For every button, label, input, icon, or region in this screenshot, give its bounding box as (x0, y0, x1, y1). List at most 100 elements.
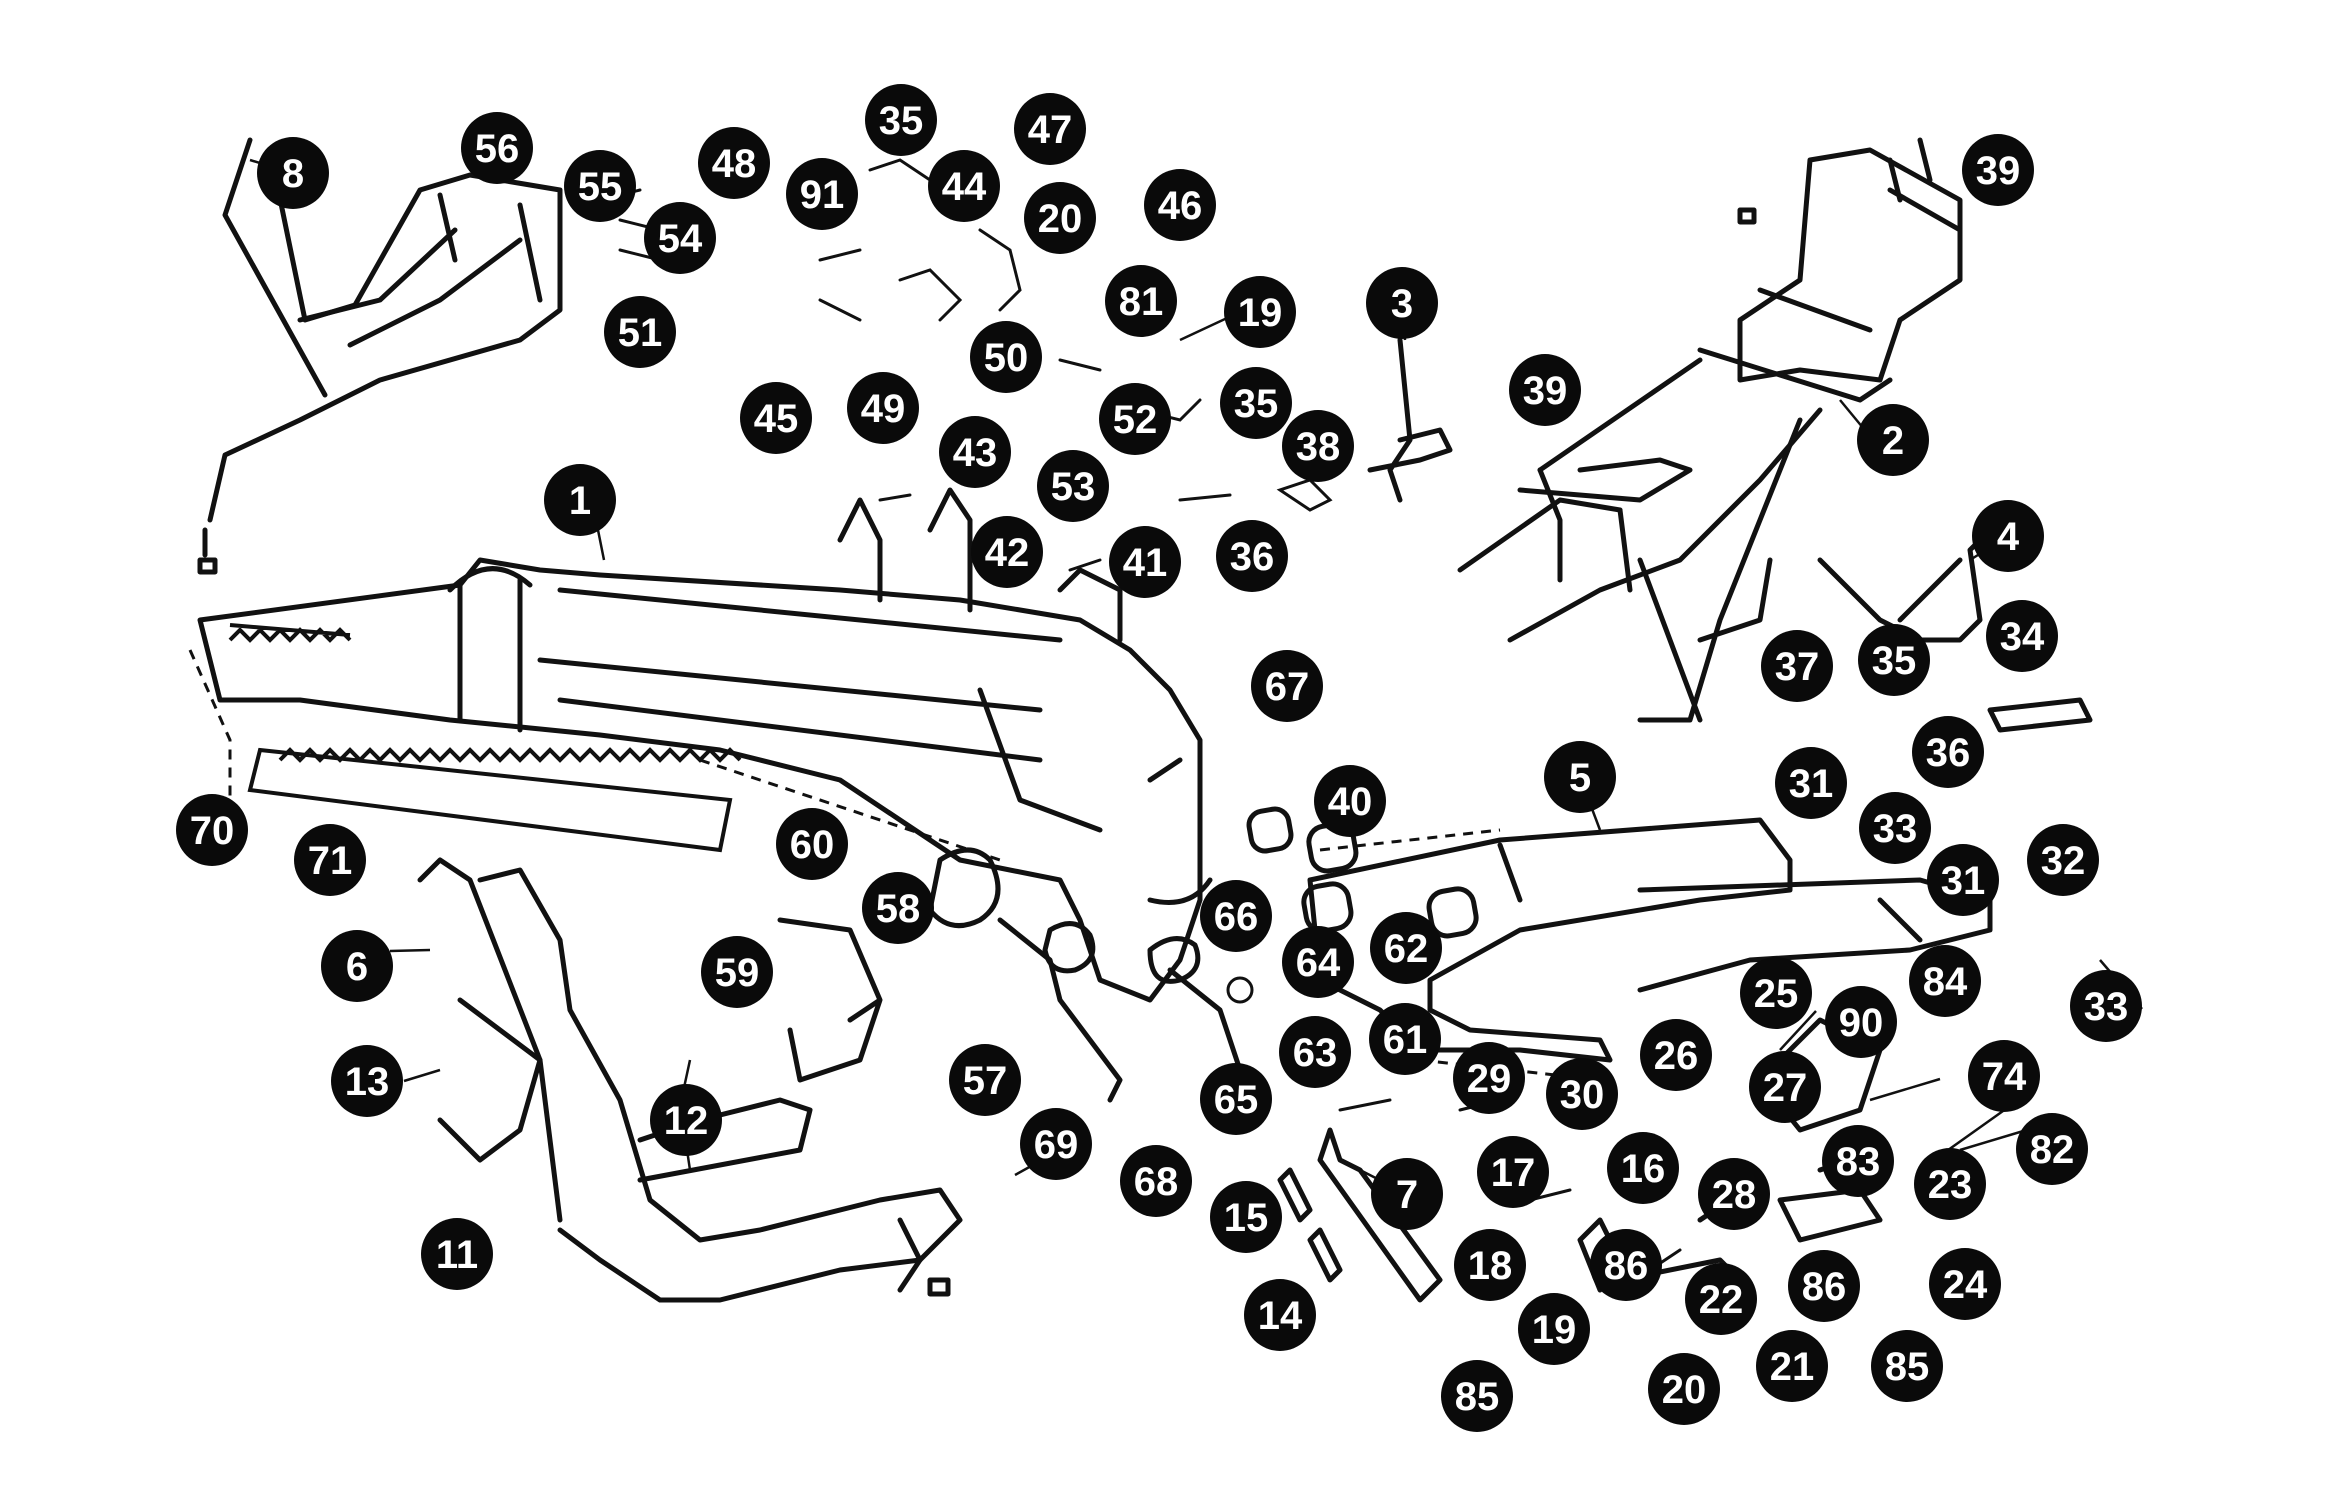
callout-29: 29 (1453, 1042, 1525, 1114)
callout-circle (1509, 354, 1581, 426)
callout-number: 34 (2000, 615, 2045, 659)
callout-circle (1366, 267, 1438, 339)
callout-circle (1698, 1158, 1770, 1230)
callout-circle (1020, 1108, 1092, 1180)
callout-circle (1685, 1263, 1757, 1335)
callout-number: 19 (1532, 1308, 1577, 1352)
callout-number: 27 (1763, 1066, 1808, 1110)
callout-circle (1825, 986, 1897, 1058)
callout-circle (1453, 1042, 1525, 1114)
callout-8: 8 (257, 137, 329, 209)
callout-74: 74 (1968, 1040, 2040, 1112)
callout-83: 83 (1822, 1125, 1894, 1197)
callout-49: 49 (847, 372, 919, 444)
callout-7: 7 (1371, 1158, 1443, 1230)
callout-number: 67 (1265, 665, 1310, 709)
callout-circle (1546, 1058, 1618, 1130)
callout-17: 17 (1477, 1136, 1549, 1208)
callout-circle (1749, 1051, 1821, 1123)
callout-number: 40 (1328, 780, 1373, 824)
callout-38: 38 (1282, 410, 1354, 482)
callout-circle (1279, 1016, 1351, 1088)
callout-circle (1216, 520, 1288, 592)
callout-number: 85 (1885, 1345, 1930, 1389)
callout-number: 49 (861, 387, 906, 431)
callout-85: 85 (1871, 1330, 1943, 1402)
callout-circle (1109, 526, 1181, 598)
callout-circle (1912, 716, 1984, 788)
callout-number: 50 (984, 336, 1029, 380)
callout-circle (1756, 1330, 1828, 1402)
callout-39: 39 (1509, 354, 1581, 426)
callout-70: 70 (176, 794, 248, 866)
callout-circle (1244, 1279, 1316, 1351)
callout-81: 81 (1105, 265, 1177, 337)
callout-number: 60 (790, 823, 835, 867)
callout-circle (1200, 880, 1272, 952)
callout-35: 35 (865, 84, 937, 156)
callout-number: 42 (985, 531, 1030, 575)
callout-number: 63 (1293, 1031, 1338, 1075)
callout-45: 45 (740, 382, 812, 454)
callout-19: 19 (1518, 1293, 1590, 1365)
callout-circle (1927, 844, 1999, 916)
sidestand-parts-7-14-15 (1277, 1127, 1443, 1303)
callout-number: 32 (2041, 839, 2086, 883)
callout-28: 28 (1698, 1158, 1770, 1230)
callout-number: 36 (1230, 535, 1275, 579)
callout-57: 57 (949, 1044, 1021, 1116)
front-subframe-part-8 (197, 137, 563, 575)
callout-circle (862, 872, 934, 944)
callout-24: 24 (1929, 1248, 2001, 1320)
callout-82: 82 (2016, 1113, 2088, 1185)
callout-36: 36 (1912, 716, 1984, 788)
callout-circle (294, 824, 366, 896)
callout-26: 26 (1640, 1019, 1712, 1091)
callout-circle (928, 150, 1000, 222)
callout-number: 20 (1662, 1368, 1707, 1412)
callout-22: 22 (1685, 1263, 1757, 1335)
callout-number: 66 (1214, 895, 1259, 939)
callout-number: 29 (1467, 1057, 1512, 1101)
callout-47: 47 (1014, 93, 1086, 165)
callout-number: 45 (754, 397, 799, 441)
callout-number: 31 (1789, 762, 1834, 806)
callout-52: 52 (1099, 383, 1171, 455)
callout-2: 2 (1857, 404, 1929, 476)
callout-circle (1037, 450, 1109, 522)
callout-number: 26 (1654, 1034, 1699, 1078)
callout-circle (257, 137, 329, 209)
callout-number: 85 (1455, 1375, 1500, 1419)
callout-number: 62 (1384, 927, 1429, 971)
callout-14: 14 (1244, 1279, 1316, 1351)
callout-circle (1014, 93, 1086, 165)
callout-number: 13 (345, 1060, 390, 1104)
callout-41: 41 (1109, 526, 1181, 598)
callout-13: 13 (331, 1045, 403, 1117)
callout-56: 56 (461, 112, 533, 184)
callout-number: 25 (1754, 972, 1799, 1016)
callout-86: 86 (1590, 1229, 1662, 1301)
callout-number: 52 (1113, 398, 1158, 442)
callout-1: 1 (544, 464, 616, 536)
callout-circle (1607, 1132, 1679, 1204)
callout-circle (1871, 1330, 1943, 1402)
callout-circle (1314, 765, 1386, 837)
callout-number: 53 (1051, 465, 1096, 509)
callout-number: 30 (1560, 1073, 1605, 1117)
callout-50: 50 (970, 321, 1042, 393)
callout-number: 35 (1872, 639, 1917, 683)
callout-circle (1909, 945, 1981, 1017)
callout-number: 83 (1836, 1140, 1881, 1184)
callout-circle (1761, 630, 1833, 702)
callout-number: 64 (1296, 941, 1341, 985)
callout-circle (1740, 957, 1812, 1029)
callout-number: 84 (1923, 960, 1968, 1004)
callout-34: 34 (1986, 600, 2058, 672)
callout-31: 31 (1775, 747, 1847, 819)
callout-number: 90 (1839, 1001, 1884, 1045)
callout-number: 36 (1926, 731, 1971, 775)
callout-circle (1477, 1136, 1549, 1208)
rear-subframe-part-2 (1457, 137, 1963, 723)
